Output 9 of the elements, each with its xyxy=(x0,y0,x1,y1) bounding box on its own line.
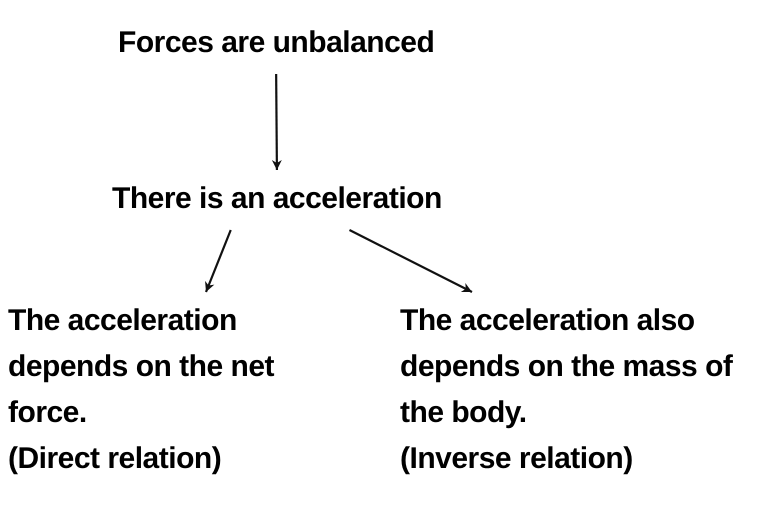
arrow xyxy=(348,229,472,293)
node-text: (Direct relation) xyxy=(8,441,222,477)
node-text: The acceleration also depends on the mass of the body. xyxy=(400,303,734,431)
node-text: Forces are unbalanced xyxy=(118,25,434,61)
node-text: There is an acceleration xyxy=(112,181,442,217)
arrow xyxy=(204,230,232,292)
arrow xyxy=(272,74,282,170)
node-text: The acceleration depends on the net force. xyxy=(8,303,276,431)
node-text: (Inverse relation) xyxy=(400,441,634,477)
